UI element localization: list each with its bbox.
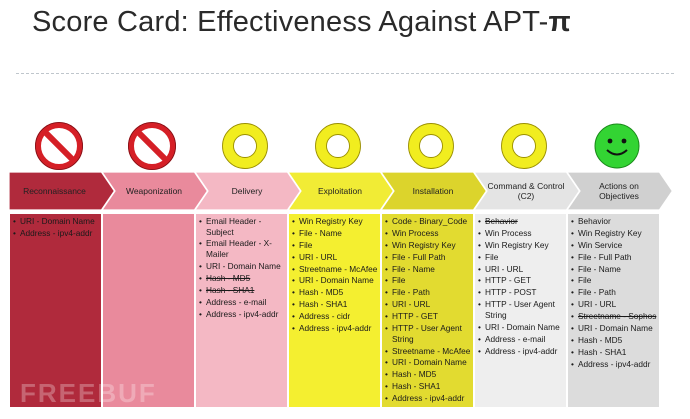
indicator-item: File — [571, 275, 657, 286]
indicator-item: URI - Domain Name — [571, 323, 657, 334]
yellow-ring-icon — [220, 121, 270, 171]
indicator-item: Address - ipv4-addr — [292, 323, 378, 334]
yellow-ring-icon — [406, 121, 456, 171]
indicator-item: Email Header - Subject — [199, 216, 285, 237]
indicator-item: File — [478, 252, 564, 263]
indicator-item: Win Registry Key — [292, 216, 378, 227]
indicator-item: Hash - MD5 — [199, 273, 285, 284]
indicator-item: URI - URL — [478, 264, 564, 275]
stage-label-installation: Installation — [412, 186, 454, 196]
stage-label-exploitation: Exploitation — [318, 186, 362, 196]
indicator-item: Address - ipv4-addr — [13, 228, 99, 239]
indicator-column-installation: Code - Binary_CodeWin ProcessWin Registr… — [382, 214, 473, 407]
indicator-item: Win Process — [385, 228, 471, 239]
indicator-list: Code - Binary_CodeWin ProcessWin Registr… — [385, 216, 471, 404]
indicator-item: Email Header - X-Mailer — [199, 238, 285, 259]
indicator-item: Behavior — [571, 216, 657, 227]
indicator-item: Address - ipv4-addr — [478, 346, 564, 357]
indicator-item: Win Registry Key — [478, 240, 564, 251]
indicator-item: Address - cidr — [292, 311, 378, 322]
indicator-item: Streetname - Sophos — [571, 311, 657, 322]
title-divider — [16, 73, 674, 74]
indicator-item: Hash - MD5 — [571, 335, 657, 346]
indicator-item: Address - ipv4-addr — [385, 393, 471, 404]
watermark: FREEBUF — [20, 378, 157, 408]
indicator-column-weaponization — [103, 214, 194, 407]
indicator-item: Hash - SHA1 — [571, 347, 657, 358]
indicator-item: Hash - MD5 — [292, 287, 378, 298]
page-title: Score Card: Effectiveness Against APT-π — [32, 6, 571, 38]
indicator-item: Win Registry Key — [571, 228, 657, 239]
indicator-item: File - Path — [571, 287, 657, 298]
indicator-item: Address - e-mail — [478, 334, 564, 345]
indicator-item: Address - ipv4-addr — [199, 309, 285, 320]
indicator-item: File — [385, 275, 471, 286]
indicator-item: Win Service — [571, 240, 657, 251]
chevron-actions-on-objectives — [565, 171, 674, 211]
stage-label-weaponization: Weaponization — [125, 186, 183, 196]
indicator-item: Streetname - McAfee — [292, 264, 378, 275]
indicator-list: Win Registry KeyFile - NameFileURI - URL… — [292, 216, 378, 334]
indicator-item: URI - Domain Name — [292, 275, 378, 286]
indicator-item: Streetname - McAfee — [385, 346, 471, 357]
indicator-item: File - Full Path — [571, 252, 657, 263]
indicator-item: URI - Domain Name — [13, 216, 99, 227]
indicator-item: Win Registry Key — [385, 240, 471, 251]
indicator-item: File - Name — [292, 228, 378, 239]
yellow-ring-icon — [313, 121, 363, 171]
indicator-item: Behavior — [478, 216, 564, 227]
indicator-item: URI - Domain Name — [199, 261, 285, 272]
stage-label-delivery: Delivery — [231, 186, 263, 196]
indicator-item: Hash - SHA1 — [292, 299, 378, 310]
indicator-item: HTTP - GET — [385, 311, 471, 322]
smiley-face-icon — [592, 121, 642, 171]
stage-label-actions-on-objectives: Actions on Objectives — [599, 181, 639, 201]
indicator-item: URI - URL — [571, 299, 657, 310]
indicator-list: BehaviorWin ProcessWin Registry KeyFileU… — [478, 216, 564, 356]
yellow-ring-icon — [499, 121, 549, 171]
indicator-column-command-control-c2: BehaviorWin ProcessWin Registry KeyFileU… — [475, 214, 566, 407]
indicator-item: HTTP - GET — [478, 275, 564, 286]
indicator-column-delivery: Email Header - SubjectEmail Header - X-M… — [196, 214, 287, 407]
indicator-column-actions-on-objectives: BehaviorWin Registry KeyWin ServiceFile … — [568, 214, 659, 407]
indicator-item: URI - URL — [292, 252, 378, 263]
stage-label-command-control-c2: Command & Control (C2) — [487, 181, 565, 201]
indicator-column-exploitation: Win Registry KeyFile - NameFileURI - URL… — [289, 214, 380, 407]
indicator-item: HTTP - User Agent String — [385, 323, 471, 344]
no-entry-icon — [34, 121, 84, 171]
stage-label-reconnaissance: Reconnaissance — [23, 186, 86, 196]
indicator-list: URI - Domain NameAddress - ipv4-addr — [13, 216, 99, 238]
indicator-list: Email Header - SubjectEmail Header - X-M… — [199, 216, 285, 319]
indicator-column-reconnaissance: URI - Domain NameAddress - ipv4-addr — [10, 214, 101, 407]
indicator-item: Address - ipv4-addr — [571, 359, 657, 370]
indicator-item: File - Full Path — [385, 252, 471, 263]
indicator-item: Address - e-mail — [199, 297, 285, 308]
indicator-item: Hash - SHA1 — [385, 381, 471, 392]
indicator-item: URI - Domain Name — [478, 322, 564, 333]
indicator-item: Win Process — [478, 228, 564, 239]
indicator-item: File — [292, 240, 378, 251]
indicator-list: BehaviorWin Registry KeyWin ServiceFile … — [571, 216, 657, 369]
indicator-item: Hash - MD5 — [385, 369, 471, 380]
indicator-item: File - Name — [571, 264, 657, 275]
indicator-item: File - Name — [385, 264, 471, 275]
indicator-item: URI - Domain Name — [385, 357, 471, 368]
indicator-item: Hash - SHA1 — [199, 285, 285, 296]
no-entry-icon — [127, 121, 177, 171]
indicator-item: Code - Binary_Code — [385, 216, 471, 227]
indicator-item: File - Path — [385, 287, 471, 298]
indicator-item: HTTP - POST — [478, 287, 564, 298]
indicator-item: HTTP - User Agent String — [478, 299, 564, 320]
indicator-item: URI - URL — [385, 299, 471, 310]
